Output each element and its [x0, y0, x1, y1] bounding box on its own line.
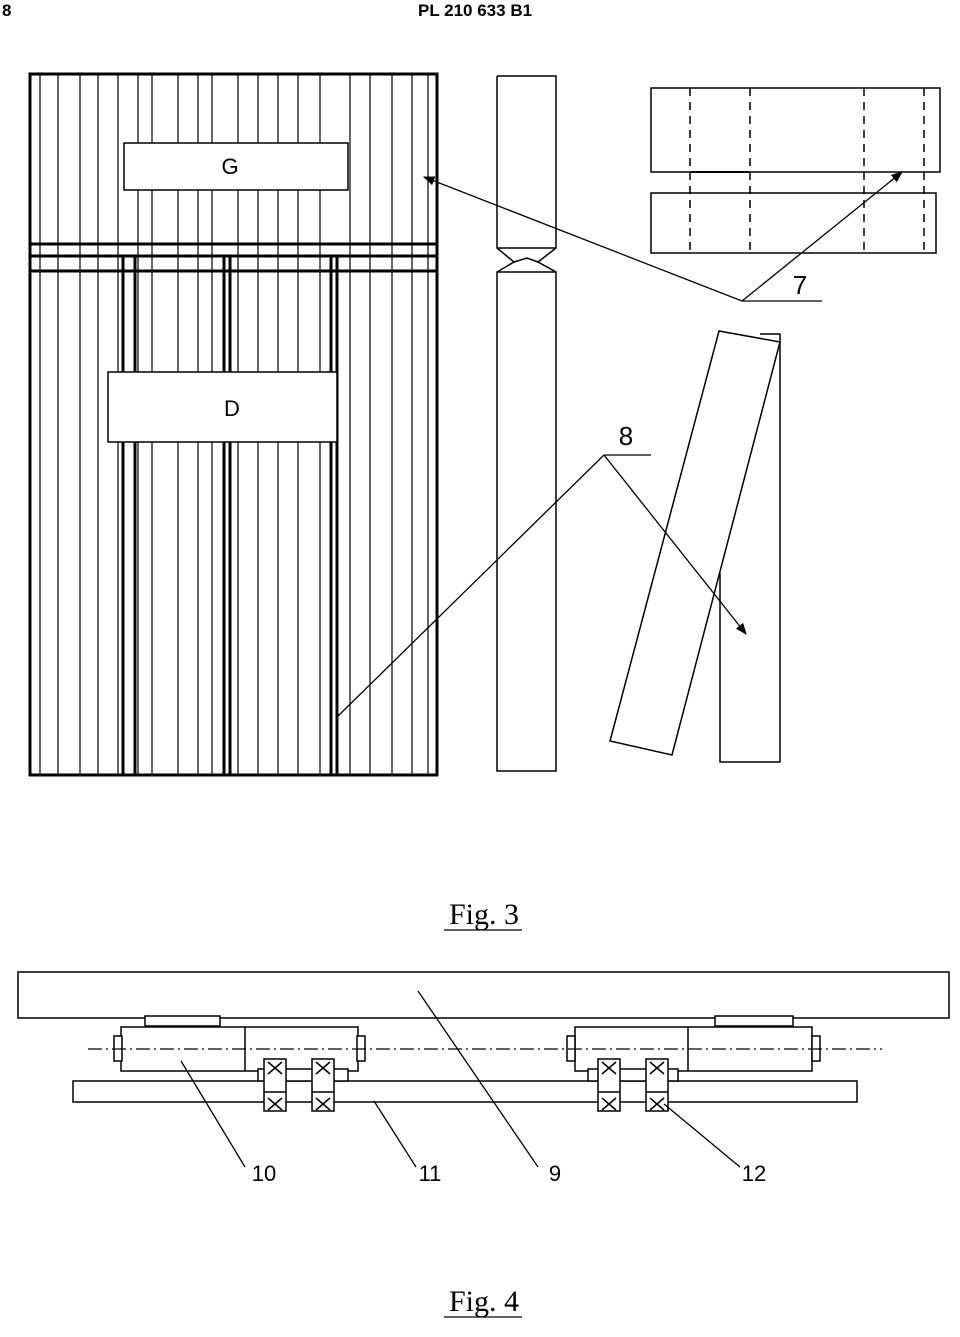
document-id: PL 210 633 B1 — [418, 1, 533, 20]
tilted-boards — [609, 330, 781, 763]
page-number: 8 — [2, 1, 12, 20]
label-d: D — [224, 396, 240, 421]
fig3-text: G D 7 8 Fig. 3 — [221, 154, 807, 931]
callout-12: 12 — [742, 1161, 766, 1186]
fig3-caption: Fig. 3 — [449, 898, 519, 931]
label-box-g — [123, 142, 349, 191]
fig4-text: 10 11 9 12 Fig. 4 — [252, 1161, 766, 1318]
fig4-leaders — [180, 990, 741, 1168]
callout-9: 9 — [549, 1161, 561, 1186]
callout-8-leaders — [335, 454, 747, 719]
door-panel-frame — [28, 72, 439, 777]
panel-thick-profiles — [121, 256, 339, 775]
notched-bar — [496, 75, 557, 772]
callout-7: 7 — [793, 270, 807, 300]
top-plate — [17, 971, 950, 1019]
label-g: G — [221, 154, 238, 179]
fig4-drawing — [17, 971, 950, 1168]
callout-11: 11 — [419, 1161, 442, 1186]
callout-8: 8 — [619, 421, 633, 451]
fig3-drawing — [28, 72, 941, 777]
bottom-rail — [72, 1080, 858, 1103]
label-box-d — [107, 371, 338, 443]
top-right-boards — [650, 87, 941, 254]
callout-7-leaders — [422, 171, 903, 302]
panel-crossbars — [30, 242, 437, 273]
fig4-caption: Fig. 4 — [449, 1285, 519, 1318]
callout-10: 10 — [252, 1161, 276, 1186]
